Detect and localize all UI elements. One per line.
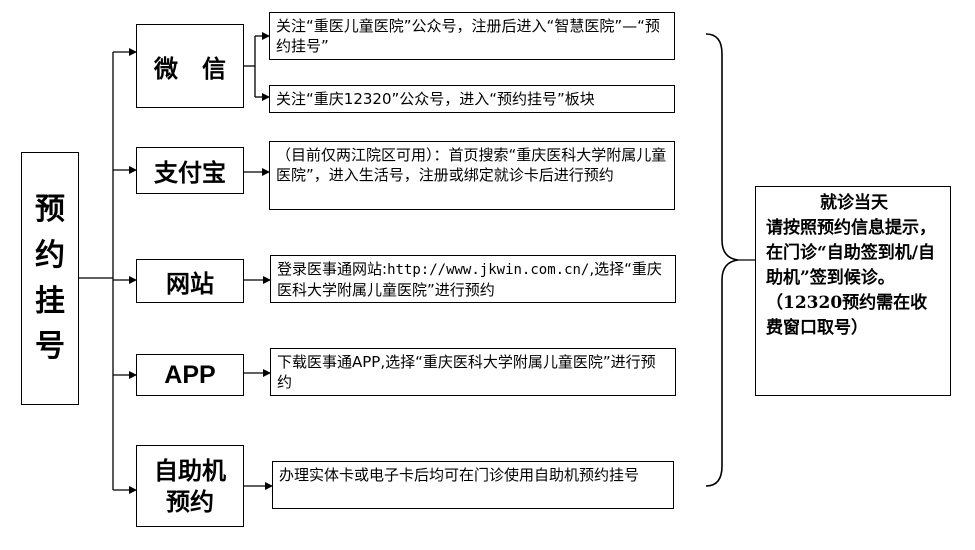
desc-text: 办理实体卡或电子卡后均可在门诊使用自助机预约挂号 [279, 466, 640, 484]
main-label-char: 约 [35, 237, 65, 273]
desc-app: 下载医事通APP,选择“重庆医科大学附属儿童医院”进行预约 [270, 348, 676, 396]
channel-name: 支付宝 [154, 158, 226, 187]
channel-website: 网站 [136, 259, 244, 303]
channel-name: 微 信 [154, 53, 226, 83]
channel-name-line: 自助机 [154, 455, 226, 485]
main-label-box: 预 约 挂 号 [21, 152, 79, 405]
desc-text: 关注“重医儿童医院”公众号，注册后进入“智慧医院”—“预约挂号” [276, 17, 660, 55]
channel-alipay: 支付宝 [136, 147, 244, 194]
note-heading: 就诊当天 [820, 193, 888, 213]
desc-kiosk: 办理实体卡或电子卡后均可在门诊使用自助机预约挂号 [272, 461, 674, 509]
channel-name-line: 预约 [166, 487, 214, 516]
channel-wechat: 微 信 [136, 24, 244, 108]
desc-wechat-2: 关注“重庆12320”公众号，进入“预约挂号”板块 [269, 85, 675, 113]
right-brace [705, 33, 739, 487]
desc-alipay: （目前仅两江院区可用）：首页搜索“重庆医科大学附属儿童医院”，进入生活号，注册或… [269, 141, 675, 210]
channel-name: APP [164, 360, 216, 389]
note-body: 请按照预约信息提示，在门诊“自助签到机/自助机”签到候诊。（12320预约需在收… [766, 218, 936, 338]
channel-app: APP [136, 354, 244, 396]
desc-text: （目前仅两江院区可用）：首页搜索“重庆医科大学附属儿童医院”，进入生活号，注册或… [276, 146, 667, 184]
main-label-char: 挂 [35, 283, 65, 319]
desc-text: ,选择“重庆医科大学附属儿童医院”进行预约 [277, 260, 662, 299]
visit-day-note: 就诊当天 请按照预约信息提示，在门诊“自助签到机/自助机”签到候诊。（12320… [755, 186, 951, 396]
desc-text: 登录医事通网站: [277, 260, 388, 278]
desc-website: 登录医事通网站:http://www.jkwin.com.cn/,选择“重庆医科… [270, 255, 676, 303]
main-label-char: 号 [35, 329, 65, 365]
channel-name: 网站 [166, 268, 214, 298]
website-url: http://www.jkwin.com.cn/ [387, 262, 590, 278]
desc-text: 关注“重庆12320”公众号，进入“预约挂号”板块 [276, 90, 595, 108]
channel-kiosk: 自助机 预约 [136, 445, 244, 527]
desc-wechat-1: 关注“重医儿童医院”公众号，注册后进入“智慧医院”—“预约挂号” [269, 12, 675, 60]
main-label-char: 预 [35, 192, 65, 228]
desc-text: 下载医事通APP,选择“重庆医科大学附属儿童医院”进行预约 [277, 353, 656, 391]
